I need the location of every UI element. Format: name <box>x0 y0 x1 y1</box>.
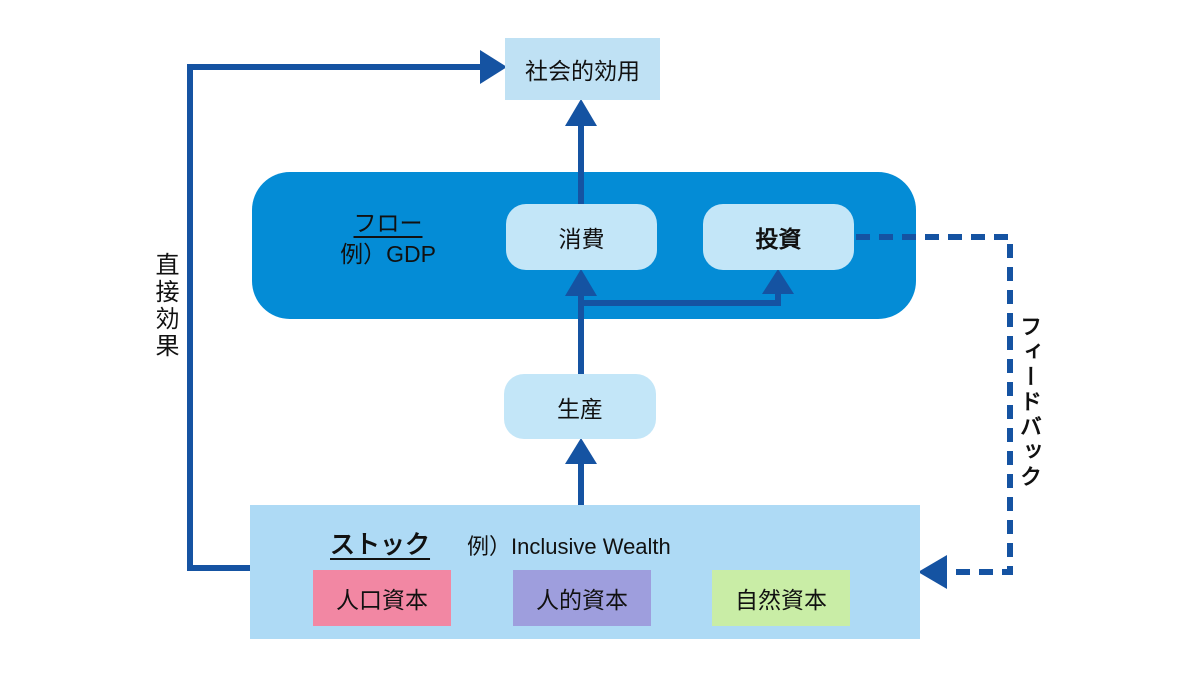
node-human-capital-label: 人的資本 <box>536 587 628 613</box>
stock-example: 例）Inclusive Wealth <box>467 534 671 559</box>
flow-title: フロー <box>353 210 423 236</box>
node-consumption: 消費 <box>506 204 657 270</box>
arrow-stock-to-production <box>565 438 597 505</box>
flow-group-label: フロー 例）GDP <box>318 208 458 270</box>
node-consumption-label: 消費 <box>558 226 605 252</box>
node-natural-capital-label: 自然資本 <box>735 587 827 613</box>
node-human-capital: 人的資本 <box>513 570 651 626</box>
stock-title: ストック <box>330 531 431 559</box>
node-investment-label: 投資 <box>755 226 802 252</box>
node-production-label: 生産 <box>557 395 603 422</box>
node-social-utility-label: 社会的効用 <box>525 58 640 84</box>
node-production: 生産 <box>504 374 656 439</box>
flow-example: 例）GDP <box>340 241 436 267</box>
node-population-capital: 人口資本 <box>313 570 451 626</box>
node-investment: 投資 <box>703 204 854 270</box>
node-natural-capital: 自然資本 <box>712 570 850 626</box>
node-population-capital-label: 人口資本 <box>336 587 428 613</box>
direct-effect-label: 直接効果 <box>151 252 178 360</box>
feedback-label: フィードバック <box>1017 315 1042 490</box>
node-social-utility: 社会的効用 <box>505 38 660 100</box>
